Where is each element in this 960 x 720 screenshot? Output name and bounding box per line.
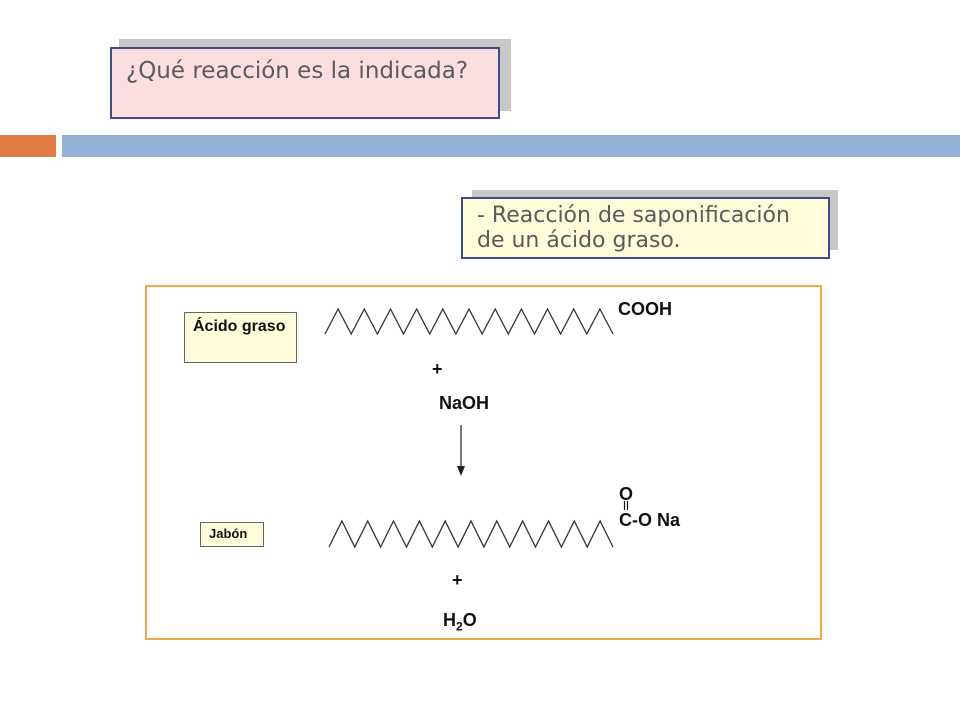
sodium-carboxylate-group: C-O Na (619, 510, 681, 530)
answer-text: - Reacción de saponificación de un ácido… (477, 203, 790, 253)
reaction-arrow-head (457, 466, 465, 476)
fatty-acid-label: Ácido graso (184, 312, 297, 363)
water: H2O (443, 610, 477, 633)
answer-box: - Reacción de saponificación de un ácido… (461, 197, 830, 259)
question-text: ¿Qué reacción es la indicada? (126, 58, 469, 84)
question-box: ¿Qué reacción es la indicada? (110, 47, 500, 119)
carbonyl-oxygen: O (619, 484, 634, 504)
soap-carbon-chain (328, 519, 614, 549)
plus-sign-reactants: + (432, 359, 443, 379)
title-bar (62, 135, 960, 157)
carboxyl-group: COOH (618, 299, 672, 319)
water-o: O (462, 610, 477, 630)
sodium-hydroxide: NaOH (439, 393, 490, 413)
water-subscript: 2 (456, 619, 463, 634)
soap-label-text: Jabón (209, 526, 248, 541)
fatty-acid-carbon-chain (324, 307, 614, 336)
fatty-acid-label-text: Ácido graso (193, 318, 286, 335)
title-bar-accent (0, 135, 56, 157)
soap-label: Jabón (200, 522, 264, 547)
plus-sign-products: + (452, 570, 463, 590)
water-h: H (443, 610, 456, 630)
